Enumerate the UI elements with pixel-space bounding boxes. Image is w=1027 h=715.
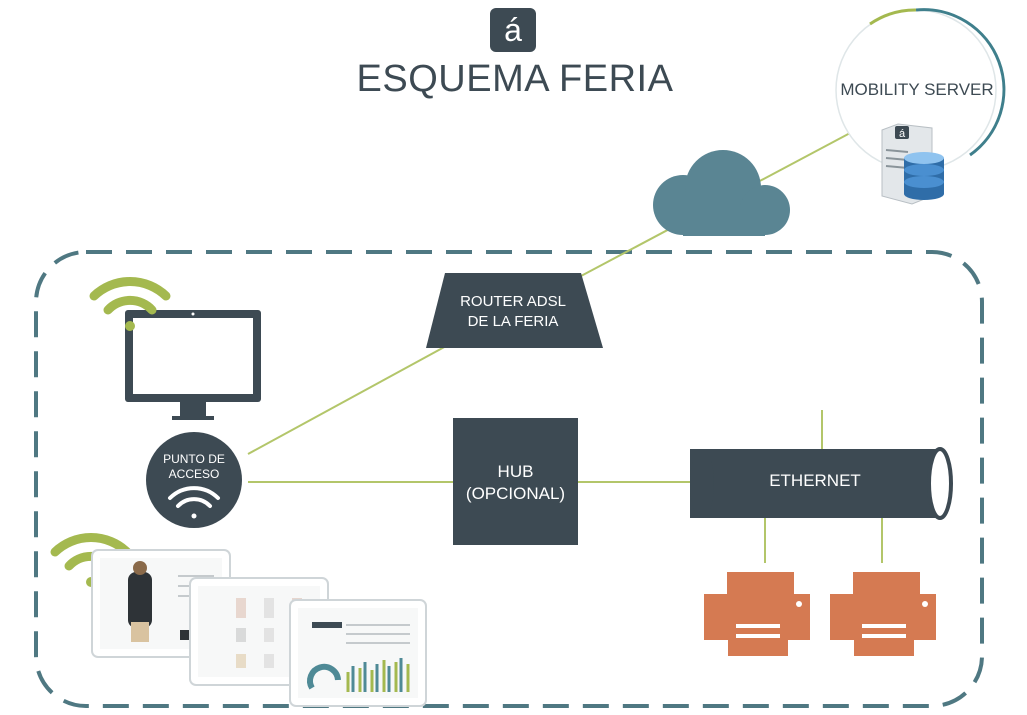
access-point-label: PUNTO DE ACCESO — [150, 452, 238, 482]
router-node — [426, 273, 603, 348]
cloud-icon — [653, 150, 790, 236]
server-label: MOBILITY SERVER — [840, 80, 994, 99]
wifi-icon — [168, 486, 220, 519]
ap-router-line — [247, 344, 449, 455]
hub-label-line2: (OPCIONAL) — [465, 484, 566, 503]
ethernet-node — [690, 447, 953, 520]
tablet-icon — [289, 599, 427, 707]
ethernet-label: ETHERNET — [769, 471, 861, 490]
hub-label: HUB (OPCIONAL) — [453, 461, 578, 505]
wifi-icon — [89, 277, 171, 331]
access-point-label-line2: ACCESO — [168, 467, 220, 481]
printer-icon — [704, 572, 810, 656]
venue-boundary — [34, 250, 984, 708]
access-point-label-line1: PUNTO DE — [163, 452, 225, 466]
monitor-icon — [125, 310, 261, 420]
router-label: ROUTER ADSL DE LA FERIA — [440, 292, 586, 332]
access-point-node — [146, 432, 242, 528]
router-label-line2: DE LA FERIA — [467, 313, 559, 330]
printer-icon — [830, 572, 936, 656]
logo-icon: á — [490, 8, 536, 52]
server-ring-arc-accent — [869, 8, 917, 26]
database-icon — [904, 152, 944, 200]
router-label-line1: ROUTER ADSL — [460, 293, 566, 310]
page-title: ESQUEMA FERIA — [356, 58, 674, 100]
hub-label-line1: HUB — [497, 462, 534, 481]
hub-node — [453, 418, 578, 545]
server-logo-icon: á — [899, 128, 906, 140]
server-ring-arc — [915, 8, 1006, 157]
